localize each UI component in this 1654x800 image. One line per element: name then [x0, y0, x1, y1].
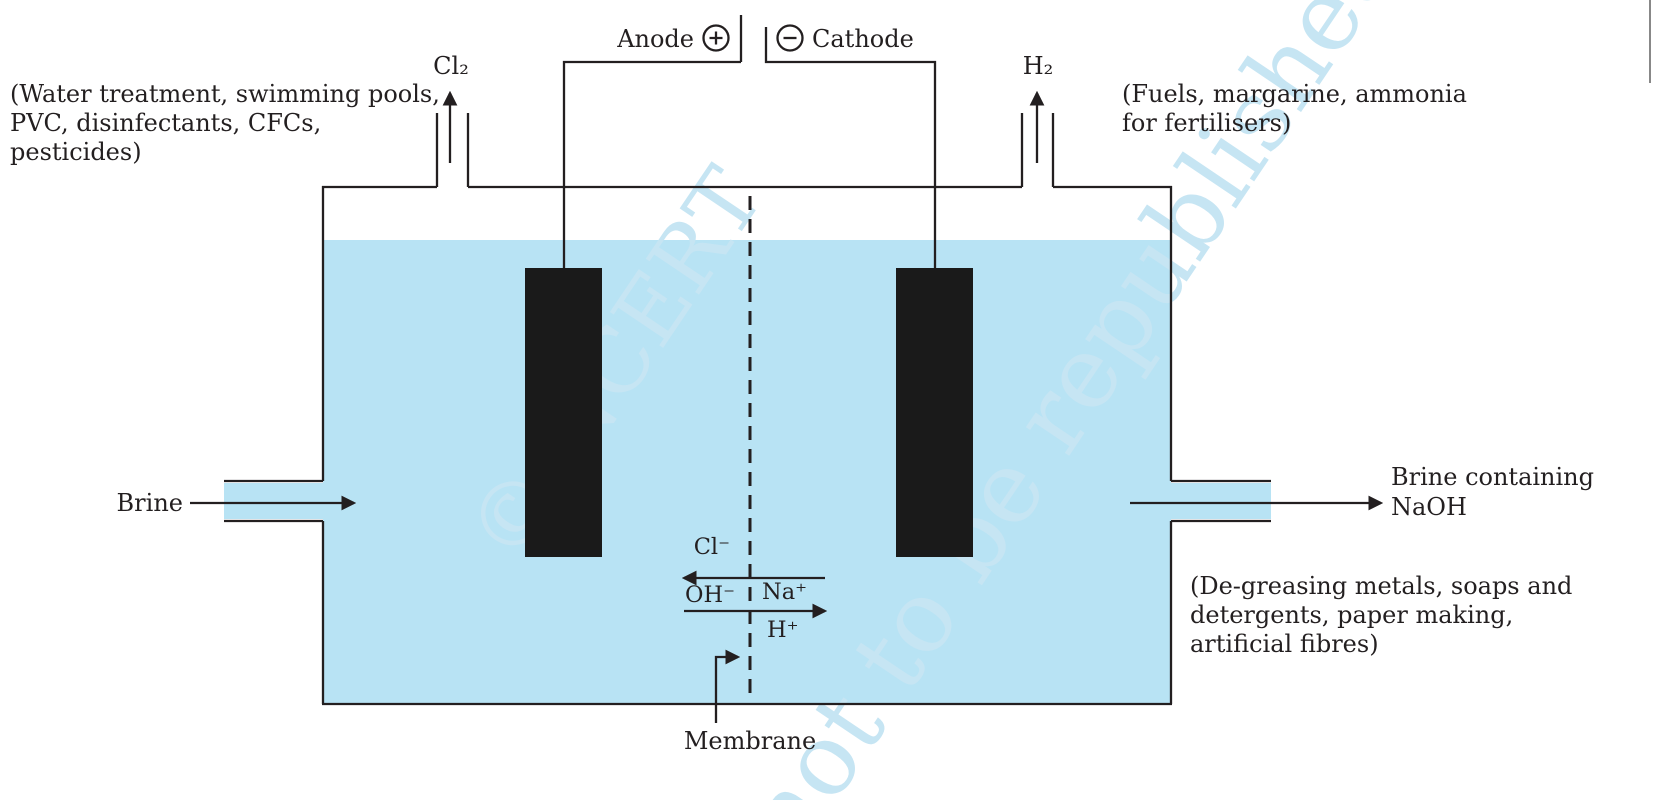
chlorine-outlet: Cl₂ [433, 52, 470, 187]
brine-outlet: Brine containing NaOH [1130, 463, 1594, 523]
sodium-ion-label: Na⁺ [762, 579, 807, 605]
anode-label: Anode [616, 25, 694, 53]
hydroxide-ion-label: OH⁻ [685, 582, 735, 608]
battery: Anode Cathode [562, 15, 937, 268]
tank [321, 185, 1173, 706]
ion-migration: Cl⁻ OH⁻ Na⁺ H⁺ [681, 534, 828, 643]
note-line: PVC, disinfectants, CFCs, [10, 109, 321, 137]
electrodes [525, 268, 973, 557]
cathode-wire [764, 50, 937, 268]
brine-out-label-line2: NaOH [1391, 493, 1467, 521]
inlet-pipe-liquid [224, 483, 324, 519]
minus-terminal-icon [776, 24, 804, 52]
hydrogen-uses-note: (Fuels, margarine, ammonia for fertilise… [1122, 80, 1467, 137]
brine-liquid [224, 240, 1271, 704]
inlet-pipe-walls [224, 479, 323, 523]
cathode-electrode [896, 268, 973, 557]
membrane-pointer [714, 649, 741, 723]
hydrogen-ion-label: H⁺ [767, 617, 799, 643]
note-line: (Water treatment, swimming pools, [10, 80, 440, 108]
chloride-ion-label: Cl⁻ [694, 534, 730, 560]
chlorine-uses-note: (Water treatment, swimming pools, PVC, d… [10, 80, 440, 166]
brine-inlet: Brine [117, 479, 357, 523]
membrane: Membrane [684, 196, 816, 755]
brine-out-label-line1: Brine containing [1391, 463, 1594, 491]
note-line: for fertilisers) [1122, 109, 1291, 137]
hydrogen-pipe [1020, 113, 1055, 187]
note-line: detergents, paper making, [1190, 601, 1513, 629]
anode-wire [562, 60, 741, 268]
brine-in-label: Brine [117, 489, 183, 517]
note-line: (De-greasing metals, soaps and [1190, 572, 1572, 600]
membrane-label: Membrane [684, 727, 816, 755]
naoh-uses-note: (De-greasing metals, soaps and detergent… [1190, 572, 1572, 658]
hydrogen-gas-label: H₂ [1023, 52, 1054, 80]
chlorine-gas-label: Cl₂ [433, 52, 469, 80]
tank-liquid [323, 240, 1171, 704]
cathode-label: Cathode [812, 25, 914, 53]
note-line: artificial fibres) [1190, 630, 1379, 658]
anode-electrode [525, 268, 602, 557]
chlorine-pipe [435, 113, 470, 187]
hydrogen-outlet: H₂ [1020, 52, 1055, 187]
note-line: (Fuels, margarine, ammonia [1122, 80, 1467, 108]
outlet-pipe-liquid [1170, 483, 1271, 519]
plus-terminal-icon [702, 24, 730, 52]
note-line: pesticides) [10, 138, 142, 166]
outlet-pipe-walls [1171, 479, 1271, 523]
